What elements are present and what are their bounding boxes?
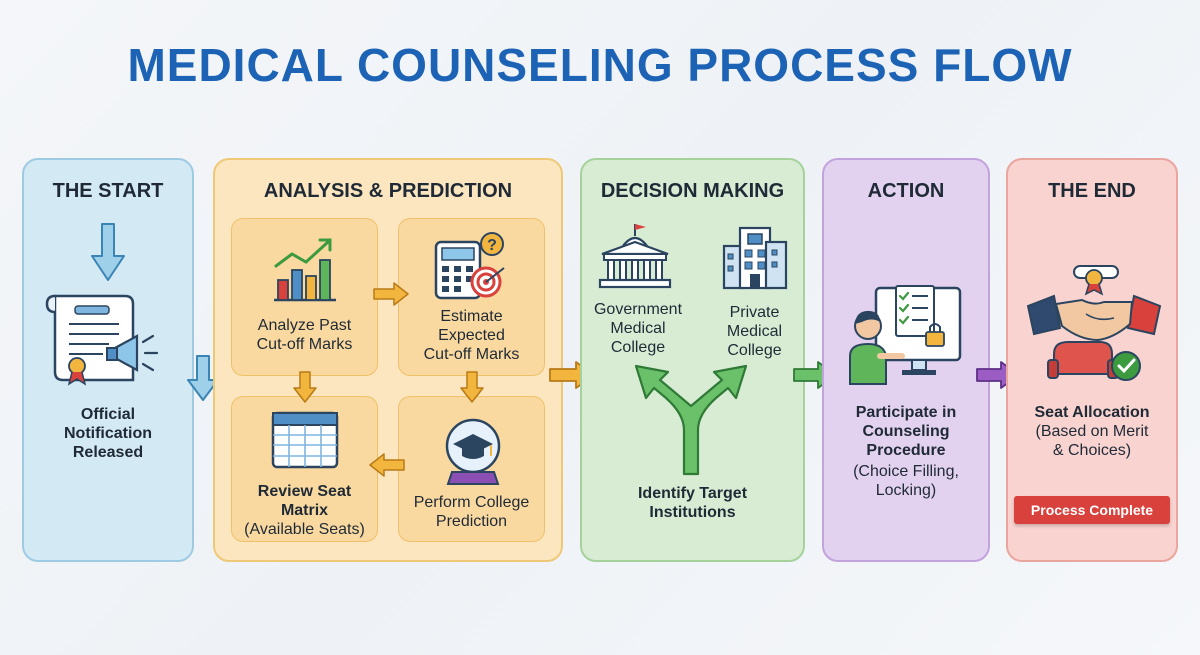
computer-user-icon (849, 285, 962, 385)
action-label: Participate in Counseling Procedure (855, 404, 957, 459)
end-label: Seat Allocation (1034, 404, 1150, 421)
private-college-label: Private Medical College (726, 304, 783, 359)
crystal-ball-graduation-icon (445, 418, 501, 485)
document-icon (45, 294, 159, 386)
down-arrow-icon (91, 223, 125, 281)
estimate-expected-label: Estimate Expected Cut-off Marks (423, 308, 520, 363)
stage-start-title: THE START (52, 180, 164, 202)
start-label: Official Notification Released (64, 406, 152, 461)
stage-action-title: ACTION (867, 180, 945, 202)
arrow-start-to-analysis (187, 355, 219, 401)
fork-arrow-icon (634, 364, 748, 476)
stage-end-title: THE END (1048, 180, 1136, 202)
arrow-down-icon (293, 371, 317, 403)
private-building-icon (722, 226, 788, 290)
stage-decision: DECISION MAKING (580, 158, 805, 562)
calculator-target-icon: ? (434, 232, 505, 300)
review-seat-matrix-label: Review Seat Matrix (257, 483, 352, 519)
analyze-past-label: Analyze Past Cut-off Marks (256, 317, 353, 353)
step-review-seat-matrix (231, 396, 378, 542)
action-sublabel: (Choice Filling, Locking) (853, 463, 959, 499)
arrow-left-icon (369, 453, 405, 477)
arrow-right-icon (373, 282, 409, 306)
identify-target-label: Identify Target Institutions (637, 485, 748, 521)
government-building-icon (598, 224, 672, 289)
svg-text:?: ? (487, 237, 497, 254)
review-seat-matrix-sublabel: (Available Seats) (244, 521, 365, 538)
stage-decision-title: DECISION MAKING (600, 180, 785, 202)
handshake-seat-icon (1026, 265, 1162, 381)
government-college-label: Government Medical College (593, 301, 683, 356)
stage-analysis-title: ANALYSIS & PREDICTION (263, 180, 513, 202)
arrow-down-icon (460, 371, 484, 403)
bar-chart-icon (274, 238, 336, 302)
college-prediction-label: Perform College Prediction (413, 494, 530, 530)
process-complete-badge: Process Complete (1014, 496, 1170, 524)
seat-matrix-grid-icon (271, 411, 339, 469)
page-title: MEDICAL COUNSELING PROCESS FLOW (127, 39, 1073, 91)
end-sublabel: (Based on Merit & Choices) (1035, 423, 1149, 459)
